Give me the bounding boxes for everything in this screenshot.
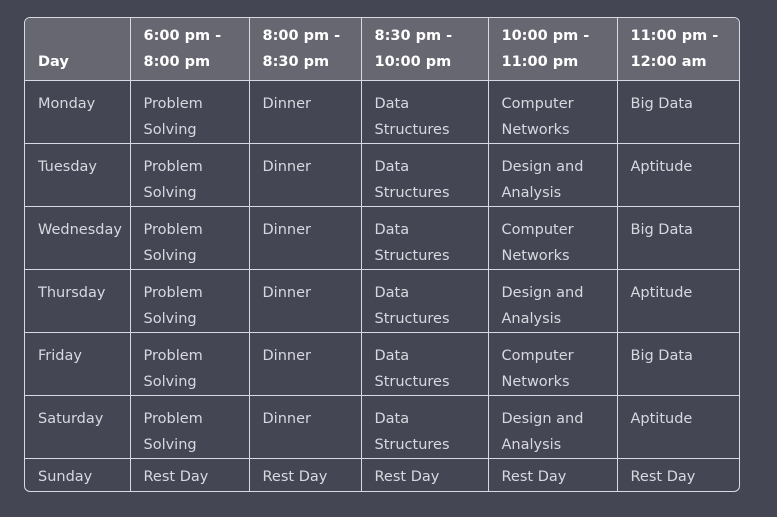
table-cell: Design and Analysis	[487, 142, 618, 207]
header-day: Day	[25, 18, 131, 81]
header-slot-2: 8:00 pm - 8:30 pm	[248, 18, 362, 81]
table-header-row: Day 6:00 pm - 8:00 pm 8:00 pm - 8:30 pm …	[25, 18, 739, 81]
table-cell: Data Structures	[360, 205, 489, 270]
table-cell: Rest Day	[616, 457, 739, 491]
table-cell: Computer Networks	[487, 79, 618, 144]
schedule-table-container: Day 6:00 pm - 8:00 pm 8:00 pm - 8:30 pm …	[24, 17, 740, 492]
day-cell: Friday	[25, 331, 131, 396]
table-cell: Dinner	[248, 205, 362, 270]
table-cell: Big Data	[616, 79, 739, 144]
table-cell: Problem Solving	[129, 79, 250, 144]
table-cell: Rest Day	[487, 457, 618, 491]
header-slot-1: 6:00 pm - 8:00 pm	[129, 18, 250, 81]
day-cell: Sunday	[25, 457, 131, 491]
table-cell: Rest Day	[129, 457, 250, 491]
day-cell: Saturday	[25, 394, 131, 459]
table-cell: Data Structures	[360, 394, 489, 459]
table-cell: Rest Day	[360, 457, 489, 491]
table-cell: Problem Solving	[129, 142, 250, 207]
table-cell: Data Structures	[360, 268, 489, 333]
table-cell: Dinner	[248, 268, 362, 333]
day-cell: Wednesday	[25, 205, 131, 270]
table-cell: Big Data	[616, 331, 739, 396]
table-cell: Big Data	[616, 205, 739, 270]
table-cell: Dinner	[248, 79, 362, 144]
table-row: Thursday Problem Solving Dinner Data Str…	[25, 268, 739, 333]
header-slot-3: 8:30 pm - 10:00 pm	[360, 18, 489, 81]
table-row: Saturday Problem Solving Dinner Data Str…	[25, 394, 739, 459]
header-slot-4: 10:00 pm - 11:00 pm	[487, 18, 618, 81]
table-cell: Dinner	[248, 142, 362, 207]
table-cell: Dinner	[248, 331, 362, 396]
day-cell: Thursday	[25, 268, 131, 333]
schedule-table: Day 6:00 pm - 8:00 pm 8:00 pm - 8:30 pm …	[25, 18, 739, 491]
table-row: Tuesday Problem Solving Dinner Data Stru…	[25, 142, 739, 207]
table-cell: Problem Solving	[129, 268, 250, 333]
header-slot-5: 11:00 pm - 12:00 am	[616, 18, 739, 81]
table-row: Friday Problem Solving Dinner Data Struc…	[25, 331, 739, 396]
table-cell: Computer Networks	[487, 205, 618, 270]
table-cell: Data Structures	[360, 79, 489, 144]
table-cell: Design and Analysis	[487, 268, 618, 333]
table-row: Wednesday Problem Solving Dinner Data St…	[25, 205, 739, 270]
table-row: Monday Problem Solving Dinner Data Struc…	[25, 79, 739, 144]
table-cell: Computer Networks	[487, 331, 618, 396]
day-cell: Monday	[25, 79, 131, 144]
table-cell: Data Structures	[360, 142, 489, 207]
table-cell: Design and Analysis	[487, 394, 618, 459]
table-cell: Aptitude	[616, 268, 739, 333]
table-cell: Aptitude	[616, 142, 739, 207]
day-cell: Tuesday	[25, 142, 131, 207]
table-cell: Rest Day	[248, 457, 362, 491]
table-cell: Data Structures	[360, 331, 489, 396]
table-row: Sunday Rest Day Rest Day Rest Day Rest D…	[25, 457, 739, 491]
table-cell: Problem Solving	[129, 331, 250, 396]
table-cell: Problem Solving	[129, 205, 250, 270]
table-cell: Aptitude	[616, 394, 739, 459]
table-cell: Dinner	[248, 394, 362, 459]
table-cell: Problem Solving	[129, 394, 250, 459]
